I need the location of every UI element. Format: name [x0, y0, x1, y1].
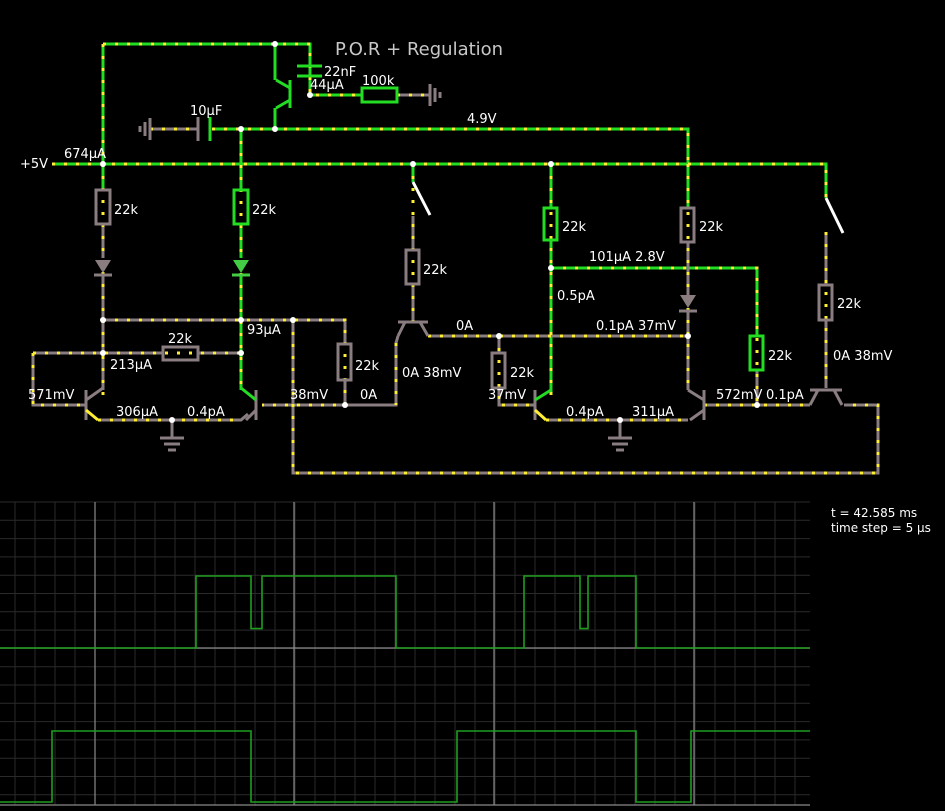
label-r4: 22k	[355, 359, 380, 374]
capacitor-22nf[interactable]	[297, 64, 322, 78]
label-i0a38: 0A 38mV	[402, 366, 462, 381]
transistor-q2[interactable]	[240, 386, 258, 422]
resistor-r9[interactable]	[748, 334, 765, 372]
resistor-r6[interactable]	[490, 351, 507, 390]
resistor-r8[interactable]	[679, 206, 696, 244]
label-i01: 0.1pA	[766, 388, 804, 403]
label-r5: 22k	[423, 263, 448, 278]
transistor-q5[interactable]	[687, 388, 706, 422]
scope-traces	[0, 575, 810, 803]
rail-label: +5V	[20, 157, 48, 172]
ground-symbol	[160, 436, 184, 452]
label-i0a38b: 0A 38mV	[833, 349, 893, 364]
transistor-pnp-top[interactable]	[275, 78, 292, 110]
label-v37: 37mV	[488, 388, 526, 403]
switch-right[interactable]	[824, 197, 845, 234]
diode-right[interactable]	[679, 295, 697, 313]
resistor-r10[interactable]	[817, 283, 834, 322]
label-r10: 22k	[837, 297, 862, 312]
label-r9: 22k	[768, 349, 793, 364]
label-i213: 213µA	[110, 358, 152, 373]
label-i306: 306µA	[116, 405, 158, 420]
junction-nodes	[100, 41, 760, 423]
oscilloscope-panel[interactable]	[0, 501, 810, 806]
scope-grid	[0, 501, 810, 806]
label-i101: 101µA 2.8V	[589, 250, 665, 265]
diode-mid[interactable]	[232, 260, 250, 277]
label-r2: 22k	[252, 203, 277, 218]
resistor-r5[interactable]	[404, 248, 421, 286]
label-i0a: 0A	[360, 388, 377, 403]
transistor-q3[interactable]	[396, 320, 430, 337]
scope-trace-2	[0, 730, 810, 803]
label-v572: 572mV	[716, 388, 762, 403]
transistor-q4[interactable]	[533, 388, 552, 422]
label-i93: 93µA	[247, 323, 281, 338]
label-v49: 4.9V	[467, 112, 497, 127]
label-r6: 22k	[510, 366, 535, 381]
resistor-r1[interactable]	[94, 188, 112, 226]
label-i0b: 0A	[456, 319, 473, 334]
resistor-r3[interactable]	[161, 345, 200, 362]
label-c10: 10µF	[190, 104, 222, 119]
resistor-100k[interactable]	[360, 86, 399, 104]
label-r7: 22k	[562, 220, 587, 235]
label-r100k: 100k	[362, 74, 395, 89]
idle-wires	[31, 93, 880, 475]
capacitor-10uf[interactable]	[196, 117, 212, 141]
resistor-r7[interactable]	[542, 206, 559, 242]
label-v571: 571mV	[28, 388, 74, 403]
label-rail-current: 674µA	[64, 147, 106, 162]
circuit-labels: +5V 674µA 10µF 22nF 100k 44µA 4.9V 22k 2…	[20, 65, 893, 420]
label-i311: 311µA	[632, 405, 674, 420]
resistor-r2[interactable]	[232, 188, 250, 226]
resistor-r4[interactable]	[336, 342, 353, 382]
transistor-q6[interactable]	[808, 388, 844, 406]
sim-time: t = 42.585 ms	[831, 506, 917, 520]
label-i05: 0.5pA	[557, 289, 595, 304]
ground-symbol	[608, 436, 632, 452]
ground-symbol	[138, 118, 152, 140]
label-r8: 22k	[699, 220, 724, 235]
label-i04b: 0.4pA	[566, 405, 604, 420]
label-r3: 22k	[168, 332, 193, 347]
label-i01-37: 0.1pA 37mV	[596, 319, 676, 334]
current-flow-dots	[31, 42, 880, 475]
label-i44: 44µA	[310, 78, 344, 93]
transistor-q1[interactable]	[84, 386, 104, 422]
label-v38a: 38mV	[290, 388, 328, 403]
diode-left[interactable]	[94, 260, 112, 277]
sim-timestep: time step = 5 µs	[831, 521, 931, 535]
circuit-title: P.O.R + Regulation	[335, 39, 503, 60]
label-c22: 22nF	[324, 65, 356, 80]
label-i04a: 0.4pA	[187, 405, 225, 420]
ground-symbol	[428, 84, 442, 106]
label-r1: 22k	[114, 203, 139, 218]
switch-left[interactable]	[411, 181, 432, 216]
scope-trace-1	[0, 575, 810, 649]
